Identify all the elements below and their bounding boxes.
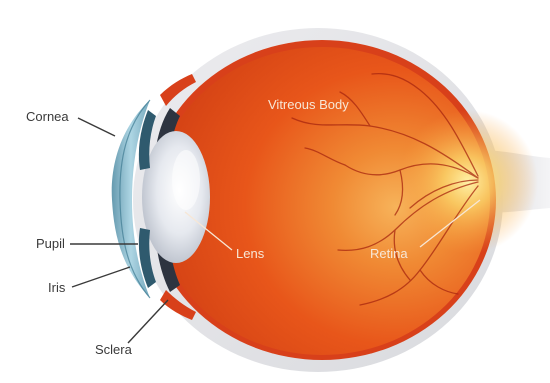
vitreous-body-label: Vitreous Body [268,97,349,112]
cornea-label: Cornea [26,109,69,124]
lens-label: Lens [236,246,265,261]
lens-highlight [172,150,200,210]
sclera-label: Sclera [95,342,133,357]
retina-label: Retina [370,246,408,261]
iris-label: Iris [48,280,66,295]
pupil-label: Pupil [36,236,65,251]
retina-glow [398,110,538,254]
